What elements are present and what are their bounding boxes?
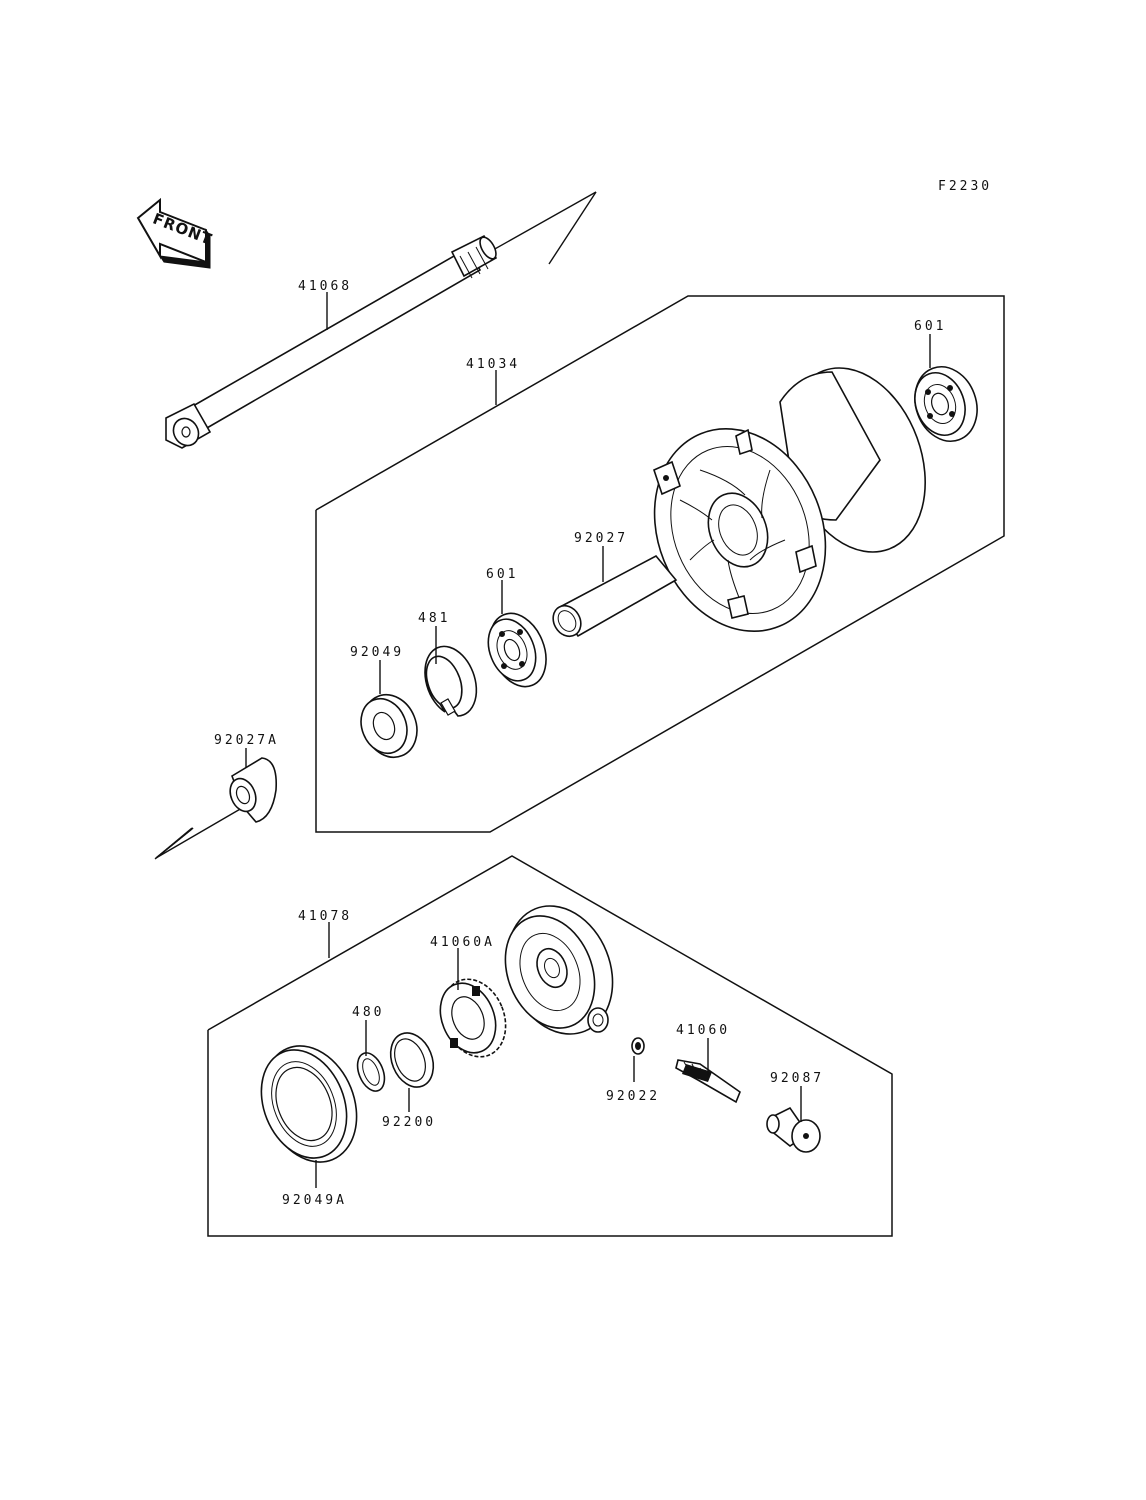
figure-code: F2230 (938, 179, 992, 194)
label-41068: 41068 (298, 279, 352, 294)
wheel-hub-part (653, 367, 926, 633)
axle-part (165, 234, 498, 449)
label-41034: 41034 (466, 357, 520, 372)
label-480: 480 (352, 1005, 384, 1020)
label-41078: 41078 (298, 909, 352, 924)
bearing-part-top (914, 366, 978, 442)
gear-housing-part (504, 905, 614, 1035)
drive-gear-part (439, 978, 507, 1058)
pinion-gear-part (675, 1059, 741, 1104)
label-92027a: 92027A (214, 733, 279, 748)
label-92200: 92200 (382, 1115, 436, 1130)
large-oil-seal-part (260, 1045, 358, 1163)
collar-part (229, 757, 278, 823)
label-92022: 92022 (606, 1089, 660, 1104)
front-arrow-icon: FRONT (136, 197, 215, 269)
spacer-tube-part (552, 554, 678, 638)
snap-ring-part (356, 1052, 386, 1092)
axle-tip-line (154, 828, 193, 860)
label-601-mid: 601 (486, 567, 518, 582)
label-41060: 41060 (676, 1023, 730, 1038)
circlip-part (424, 645, 478, 717)
washer-part (389, 1032, 435, 1088)
axle-centerline-bottom (155, 807, 243, 859)
assembly-frame-41034 (315, 295, 1005, 833)
assembly-frame-41078 (207, 855, 893, 1237)
bushing-part (766, 1106, 821, 1153)
label-601-top: 601 (914, 319, 946, 334)
small-washer-part (631, 1037, 645, 1055)
label-92027: 92027 (574, 531, 628, 546)
bearing-part-mid (487, 612, 547, 688)
label-92049a: 92049A (282, 1193, 347, 1208)
label-481: 481 (418, 611, 450, 626)
label-92087: 92087 (770, 1071, 824, 1086)
label-41060a: 41060A (430, 935, 495, 950)
oil-seal-part (360, 693, 418, 759)
label-92049: 92049 (350, 645, 404, 660)
